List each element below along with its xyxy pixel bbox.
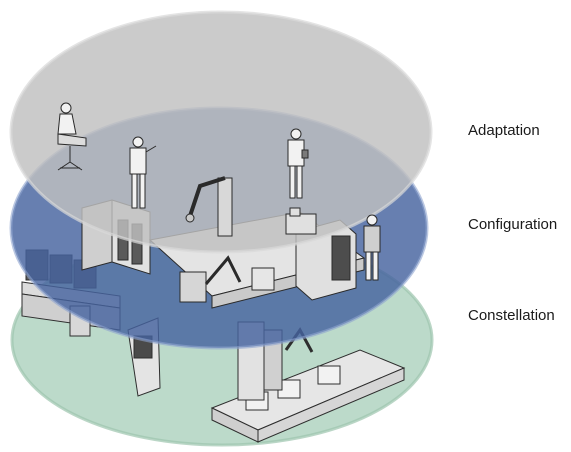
workstation-top-icon	[285, 207, 317, 235]
robot-arm-icon	[185, 176, 233, 237]
tablet-user-icon	[287, 128, 309, 199]
standing-worker-icon	[129, 136, 157, 209]
adaptation-label: Adaptation	[468, 122, 540, 139]
operator-icon	[363, 214, 381, 281]
constellation-label: Constellation	[468, 307, 555, 324]
configuration-label: Configuration	[468, 216, 558, 233]
assembly-robot-icon	[179, 255, 275, 303]
seated-worker-icon	[57, 102, 87, 171]
conveyor-belt-icon	[210, 349, 406, 443]
adaptation-layer	[11, 12, 431, 252]
